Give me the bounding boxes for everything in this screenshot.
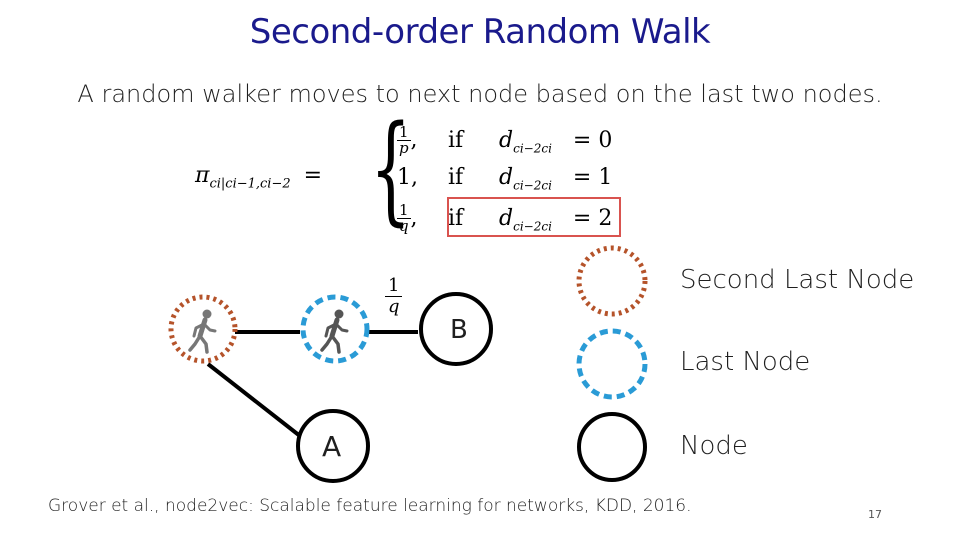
case1-cond: dci−2ci	[499, 127, 552, 155]
formula-lhs-sub: ci|ci−1,ci−2	[209, 176, 291, 192]
node-last	[300, 294, 370, 364]
walker-icon	[188, 309, 217, 354]
edge-second-last-to-a	[206, 362, 302, 438]
slide-subtitle: A random walker moves to next node based…	[77, 80, 883, 108]
node-b-label: B	[450, 315, 468, 345]
legend-node-label: Node	[680, 431, 748, 461]
formula-equals: =	[303, 163, 323, 188]
edge-weight-label: 1 q	[385, 276, 403, 317]
case3-num: 1	[397, 201, 411, 219]
legend-second-last-label: Second Last Node	[680, 265, 915, 295]
case1-rhs: = 0	[572, 127, 613, 153]
highlight-box	[447, 197, 621, 237]
slide-title: Second-order Random Walk	[249, 12, 711, 52]
case2-if: if	[448, 165, 464, 190]
edge-weight-num: 1	[385, 276, 403, 297]
formula-lhs: πci|ci−1,ci−2 =	[195, 163, 322, 191]
formula-pi: π	[195, 163, 210, 188]
case1-num: 1	[397, 123, 411, 141]
case3-if: if	[448, 205, 464, 231]
case2-cond: dci−2ci	[499, 165, 552, 193]
edge-weight-den: q	[387, 296, 400, 317]
case3-den: q	[398, 217, 409, 235]
legend-second-last-circle	[576, 245, 648, 317]
node-a-label: A	[322, 430, 342, 463]
node-a	[296, 409, 370, 483]
case3-cond: dci−2ci	[499, 205, 552, 233]
citation: Grover et al., node2vec: Scalable featur…	[48, 496, 692, 516]
case2-rhs: = 1	[572, 165, 613, 190]
page-number: 17	[868, 508, 882, 521]
legend-last-label: Last Node	[680, 347, 811, 377]
case1-den: p	[398, 139, 409, 157]
formula-brace: {	[370, 99, 412, 237]
case2-value: 1,	[397, 165, 418, 190]
node-b	[419, 292, 493, 366]
case3-rhs: = 2	[572, 205, 613, 231]
case1-if: if	[448, 127, 464, 153]
node-second-last	[168, 294, 238, 364]
formula-case-2: 1, if dci−2ci = 1	[397, 165, 612, 192]
legend-last-circle	[576, 328, 648, 400]
walker-icon	[320, 309, 349, 354]
legend-node-circle	[577, 412, 647, 482]
